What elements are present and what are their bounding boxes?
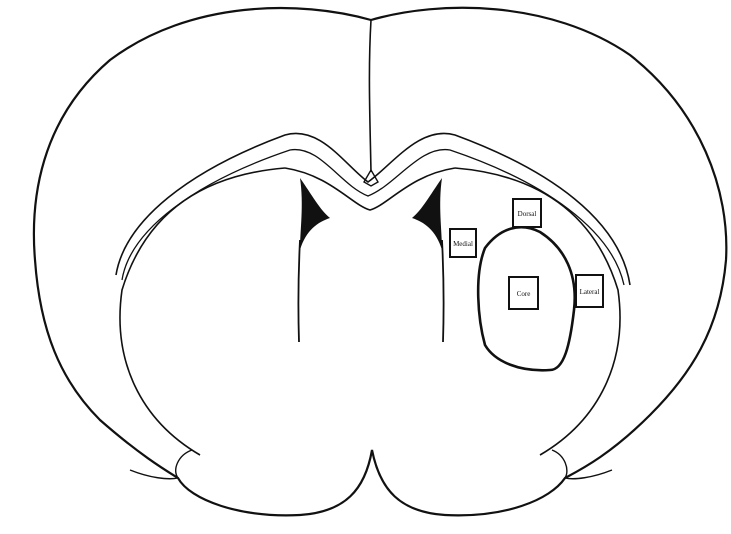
right-septum-line [442, 240, 444, 342]
left-lateral-ventricle [300, 178, 330, 250]
left-ventral-notch [130, 450, 192, 479]
brain-outline [34, 8, 726, 516]
dorsal-label: Dorsal [518, 210, 537, 218]
core-box: Core [509, 277, 538, 309]
left-septum-line [298, 240, 300, 342]
midline-fissure [369, 20, 371, 172]
medial-box: Medial [450, 229, 476, 257]
lateral-box: Lateral [576, 275, 603, 307]
medial-label: Medial [453, 240, 473, 248]
lateral-label: Lateral [580, 288, 600, 296]
corpus-callosum-inner [122, 150, 624, 285]
dorsal-box: Dorsal [513, 199, 541, 227]
right-lateral-ventricle [412, 178, 442, 250]
core-label: Core [517, 290, 531, 298]
midline-knot [364, 170, 378, 186]
left-cortical-boundary [120, 168, 285, 455]
